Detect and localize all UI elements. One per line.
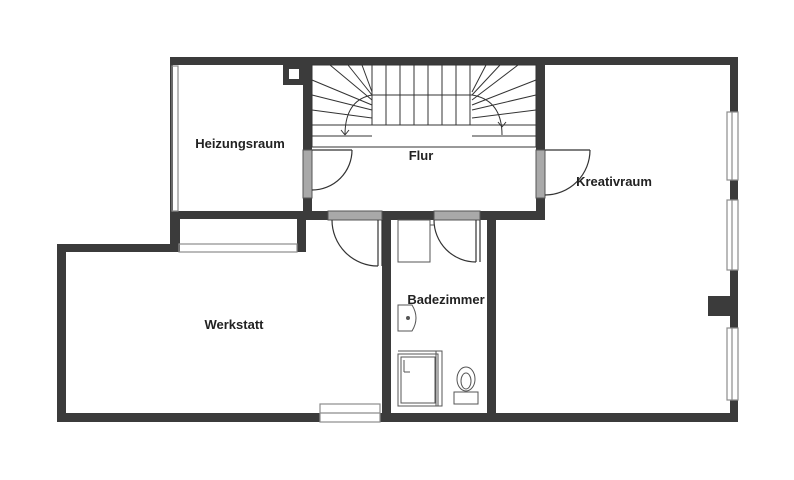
staircase	[311, 64, 537, 148]
room-label-werkstatt: Werkstatt	[204, 317, 264, 332]
room-label-kreativraum: Kreativraum	[576, 174, 652, 189]
bathroom-fixtures	[397, 219, 479, 407]
door-swings	[311, 149, 591, 267]
interior-walls	[283, 57, 730, 422]
door-kreativraum	[535, 149, 546, 199]
door-leaves	[302, 149, 546, 221]
windows	[171, 65, 739, 423]
door-werkstatt	[327, 210, 383, 221]
window-werkstatt-top	[178, 243, 298, 253]
shower	[397, 353, 439, 407]
room-label-heizungsraum: Heizungsraum	[195, 136, 285, 151]
room-label-badezimmer: Badezimmer	[407, 292, 484, 307]
window-heizungsraum	[171, 65, 179, 212]
toilet-bowl	[456, 366, 476, 392]
room-label-flur: Flur	[409, 148, 434, 163]
toilet-tank	[453, 391, 479, 405]
washbasin	[397, 304, 417, 332]
cabinet	[397, 219, 431, 263]
door-badezimmer	[433, 210, 481, 221]
room-labels: Heizungsraum Flur Kreativraum Werkstatt …	[195, 136, 652, 332]
door-heizungsraum	[302, 149, 313, 199]
